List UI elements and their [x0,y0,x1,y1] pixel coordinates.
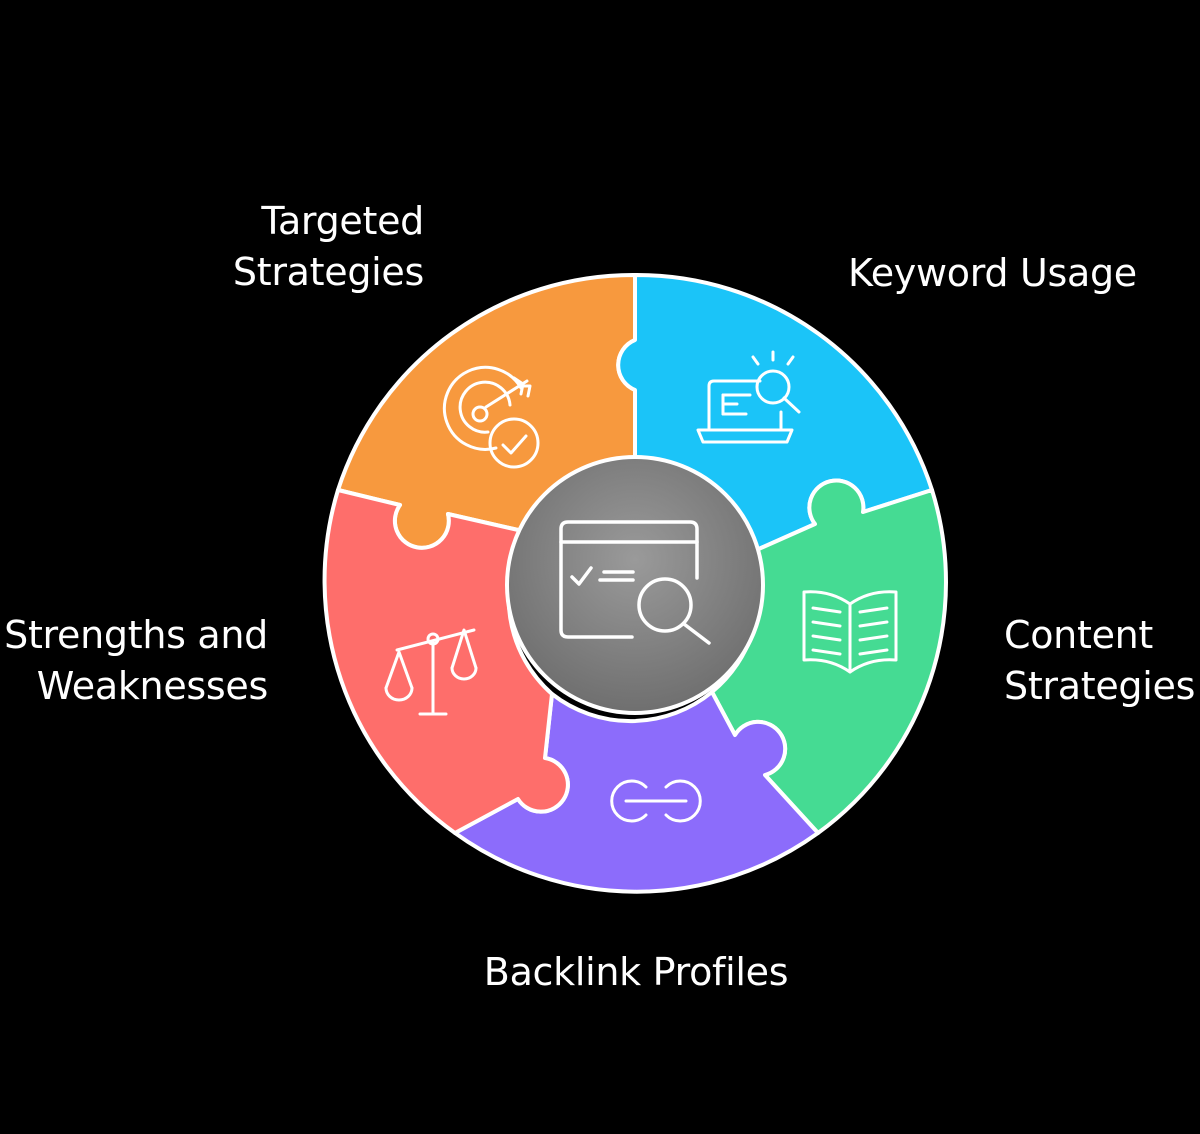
laptop-search-icon [696,350,801,444]
label-line: Strengths and [4,613,268,657]
label-line: Keyword Usage [848,251,1137,295]
target-check-icon [442,365,540,469]
label-content-strategies: Content Strategies [1004,610,1195,712]
label-line: Strategies [232,250,424,294]
center-hub [505,455,765,715]
label-strengths-weaknesses: Strengths and Weaknesses [0,610,268,712]
label-line: Content [1004,613,1154,657]
label-backlink-profiles: Backlink Profiles [430,947,842,998]
balance-scale-icon [384,628,478,716]
open-book-icon [802,590,898,674]
link-icon [610,779,702,823]
label-line: Backlink Profiles [483,950,789,994]
browser-search-icon [559,520,711,645]
label-line: Targeted [261,199,424,243]
label-keyword-usage: Keyword Usage [848,248,1137,299]
label-line: Weaknesses [36,664,269,708]
label-targeted-strategies: Targeted Strategies [200,196,424,298]
label-line: Strategies [1004,664,1196,708]
